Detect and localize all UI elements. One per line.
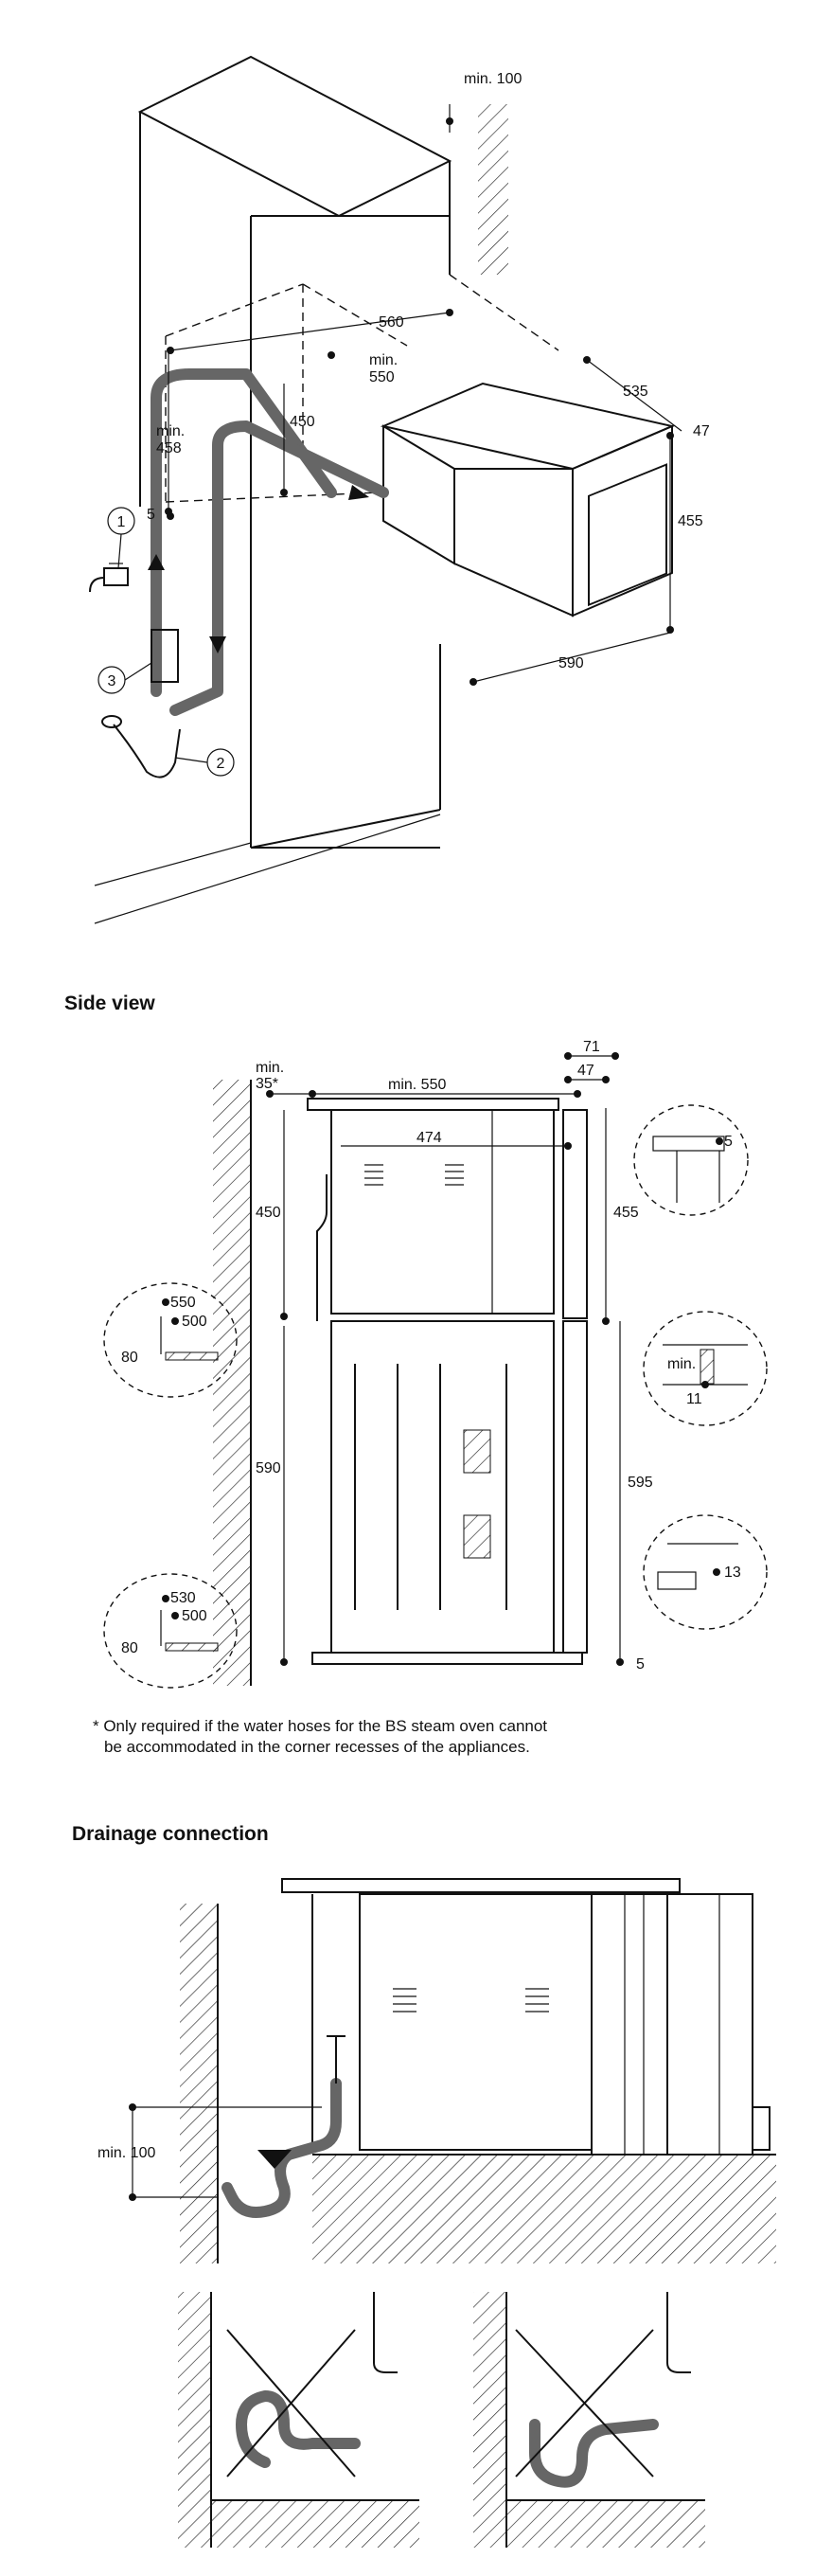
dim-455: 455	[678, 513, 703, 529]
side-bottom-shelf	[311, 1652, 583, 1665]
wall-hatch	[478, 104, 508, 275]
side-dim-min550: min. 550	[388, 1077, 446, 1093]
side-lower-perforation-top	[463, 1429, 491, 1474]
drain-dimension	[129, 2103, 322, 2201]
side-left-80a: 80	[121, 1350, 138, 1366]
detail-circle-left-bottom	[103, 1573, 238, 1689]
side-upper-appliance	[330, 1109, 588, 1319]
dim-535: 535	[623, 384, 648, 400]
callout-2: 2	[174, 748, 235, 777]
side-hose	[316, 1174, 328, 1321]
detail-left-middle-content	[160, 1298, 219, 1361]
drain-main-hose	[221, 2078, 342, 2218]
drain-outlet-fitting	[327, 2035, 345, 2084]
callout-3: 3	[97, 662, 152, 694]
side-detail-min: min.	[667, 1356, 696, 1372]
drain-flow-arrow	[257, 2150, 292, 2169]
dim-590: 590	[558, 655, 584, 671]
flow-arrow-down	[209, 636, 226, 653]
side-dim-71: 71	[583, 1039, 600, 1055]
side-lower-perforation-bottom	[463, 1514, 491, 1559]
side-detail-11: 11	[686, 1391, 702, 1407]
side-dim-595: 595	[628, 1475, 653, 1491]
side-dim-590: 590	[256, 1460, 281, 1476]
cross-line-2	[226, 2329, 356, 2478]
water-inlet-hose	[151, 368, 337, 697]
side-dim-450: 450	[256, 1205, 281, 1221]
dim-5: 5	[147, 507, 155, 523]
wrong-example-left	[178, 2292, 419, 2548]
side-lower-appliance	[311, 1320, 588, 1665]
drainage-heading: Drainage connection	[72, 1823, 269, 1845]
dimension-lines	[165, 104, 682, 686]
side-upper-vents	[364, 1164, 464, 1186]
side-detail-5: 5	[724, 1134, 733, 1150]
dim-min458: min.458	[156, 423, 185, 456]
flow-arrow-up	[148, 554, 165, 570]
svg-text:3: 3	[108, 673, 116, 689]
detail-circle-bottom-right	[643, 1514, 768, 1630]
side-dim-min35: min.35*	[256, 1060, 284, 1092]
drain-wall-hatch	[180, 1904, 218, 2263]
dim-min100: min. 100	[464, 71, 522, 87]
water-tap	[89, 563, 129, 593]
drain-dim-min100: min. 100	[97, 2145, 155, 2161]
dim-450: 450	[290, 414, 315, 430]
cabinet-lower	[94, 327, 441, 924]
side-left-500b: 500	[182, 1608, 207, 1624]
cross-line-4	[515, 2329, 654, 2478]
side-dim-bottom-5: 5	[636, 1656, 645, 1673]
flow-arrow-right	[348, 485, 369, 500]
drain-countertop	[281, 1878, 681, 1893]
side-left-530: 530	[170, 1590, 196, 1606]
side-view-heading: Side view	[64, 993, 155, 1014]
dim-min550: min.550	[369, 352, 398, 385]
side-dimensions	[266, 1052, 624, 1666]
footnote-line-1: * Only required if the water hoses for t…	[93, 1717, 548, 1735]
side-view-footnote: * Only required if the water hoses for t…	[93, 1716, 547, 1758]
detail-top-right-content	[652, 1136, 725, 1203]
drain-vents	[393, 1988, 549, 2012]
side-left-550: 550	[170, 1295, 196, 1311]
detail-circle-middle-right	[643, 1311, 768, 1426]
detail-middle-right-content	[663, 1344, 748, 1388]
side-left-500a: 500	[182, 1314, 207, 1330]
detail-bottom-right-content	[657, 1543, 738, 1590]
callout-1: 1	[107, 507, 135, 569]
niche-outline	[165, 274, 559, 503]
side-top-shelf	[307, 1098, 559, 1111]
footnote-line-2: be accommodated in the corner recesses o…	[104, 1738, 530, 1756]
side-view-diagram: min.35* min. 550 71 47 474 450 455 590 5…	[103, 1039, 768, 1689]
svg-text:1: 1	[117, 514, 126, 530]
wrong-example-right	[473, 2292, 705, 2548]
drain-hose	[169, 420, 389, 716]
side-dim-474: 474	[416, 1130, 442, 1146]
side-left-80b: 80	[121, 1640, 138, 1656]
side-dim-455: 455	[613, 1205, 639, 1221]
oven-appliance	[380, 382, 676, 617]
side-detail-13: 13	[724, 1565, 741, 1581]
dim-560: 560	[379, 314, 404, 331]
detail-circle-top-right	[633, 1104, 749, 1216]
svg-text:2: 2	[217, 756, 225, 772]
detail-circle-left-middle	[103, 1282, 238, 1398]
side-dim-47: 47	[577, 1063, 594, 1079]
installation-perspective-diagram: 1 2 3 min. 100 560 min.550 535 47 450	[89, 55, 710, 924]
drainage-diagram: min. 100	[97, 1878, 776, 2548]
drain-floor-hatch	[312, 2155, 776, 2263]
siphon-trap	[101, 715, 181, 778]
dim-47: 47	[693, 423, 710, 439]
detail-left-bottom-content	[160, 1595, 219, 1652]
side-wall-hatch	[213, 1080, 251, 1686]
drain-appliance	[311, 1893, 771, 2156]
cabinet-upper	[137, 55, 452, 507]
water-filter	[151, 629, 179, 683]
